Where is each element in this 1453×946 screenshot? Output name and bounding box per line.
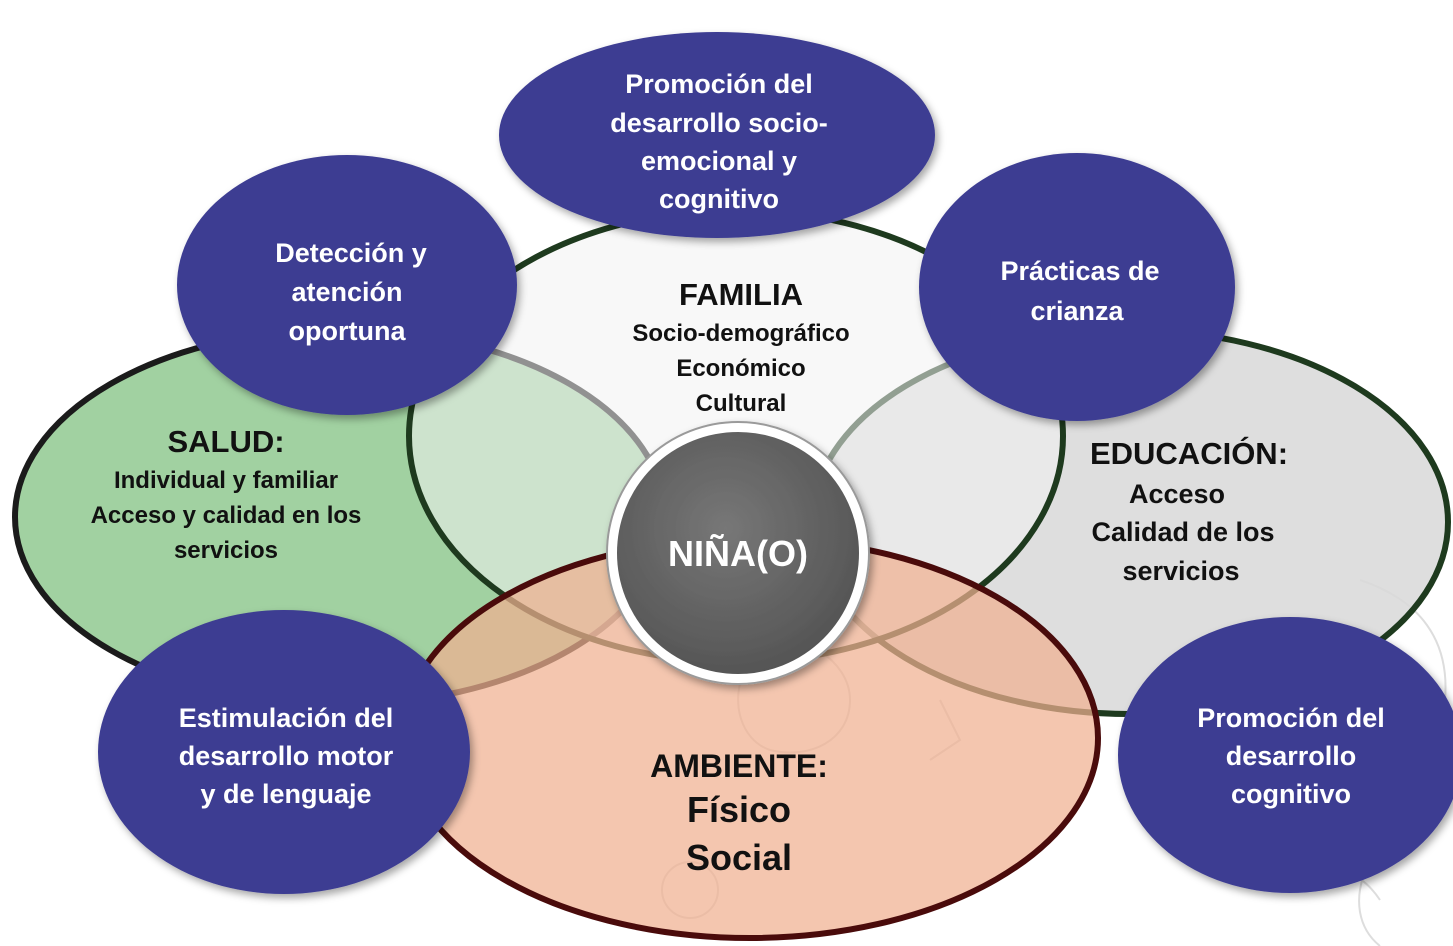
center-label: NIÑA(O) xyxy=(668,532,808,574)
bubble-upper-right-line: Prácticas de xyxy=(1000,256,1159,286)
bubble-upper-left-line: Detección y xyxy=(275,238,427,268)
familia-line: Cultural xyxy=(696,390,787,417)
ambiente-label-group: AMBIENTE: Físico Social xyxy=(650,748,828,878)
bubble-lower-right-line: cognitivo xyxy=(1231,779,1351,809)
ambiente-line: Social xyxy=(686,837,792,878)
bubble-lower-right-line: desarrollo xyxy=(1226,741,1357,771)
bubble-upper-right: Prácticas de crianza xyxy=(919,153,1235,421)
salud-line: Acceso y calidad en los xyxy=(91,502,362,529)
bubble-top: Promoción del desarrollo socio- emociona… xyxy=(499,32,935,238)
bubble-upper-right-line: crianza xyxy=(1030,296,1124,326)
center-circle xyxy=(613,428,863,678)
bubble-lower-left: Estimulación del desarrollo motor y de l… xyxy=(98,610,470,894)
action-bubbles: Promoción del desarrollo socio- emociona… xyxy=(98,32,1453,894)
familia-line: Socio-demográfico xyxy=(632,320,849,347)
salud-title: SALUD: xyxy=(167,424,284,459)
ambiente-line: Físico xyxy=(687,789,791,830)
bubble-top-line: Promoción del xyxy=(625,69,813,99)
familia-line: Económico xyxy=(676,355,805,382)
educacion-label-group: EDUCACIÓN: Acceso Calidad de los servici… xyxy=(1090,435,1288,586)
bubble-lower-right-line: Promoción del xyxy=(1197,703,1385,733)
bubble-top-line: cognitivo xyxy=(659,184,779,214)
bubble-lower-left-line: y de lenguaje xyxy=(200,779,371,809)
ambiente-title: AMBIENTE: xyxy=(650,748,828,784)
bubble-lower-left-line: Estimulación del xyxy=(179,703,394,733)
bubble-upper-left: Detección y atención oportuna xyxy=(177,155,517,415)
educacion-line: Acceso xyxy=(1129,479,1225,509)
bubble-top-line: emocional y xyxy=(641,146,797,176)
center-node: NIÑA(O) xyxy=(606,421,870,685)
salud-line: Individual y familiar xyxy=(114,467,338,494)
bubble-top-line: desarrollo socio- xyxy=(610,108,828,138)
educacion-title: EDUCACIÓN: xyxy=(1090,435,1288,471)
educacion-line: Calidad de los xyxy=(1091,517,1274,547)
familia-title: FAMILIA xyxy=(679,277,803,312)
bubble-lower-right: Promoción del desarrollo cognitivo xyxy=(1118,617,1453,893)
salud-line: servicios xyxy=(174,537,278,564)
educacion-line: servicios xyxy=(1122,556,1239,586)
familia-label-group: FAMILIA Socio-demográfico Económico Cult… xyxy=(632,277,849,417)
salud-label-group: SALUD: Individual y familiar Acceso y ca… xyxy=(91,424,362,564)
bubble-upper-left-line: atención xyxy=(291,277,402,307)
bubble-lower-left-line: desarrollo motor xyxy=(179,741,394,771)
bubble-upper-left-line: oportuna xyxy=(289,316,407,346)
